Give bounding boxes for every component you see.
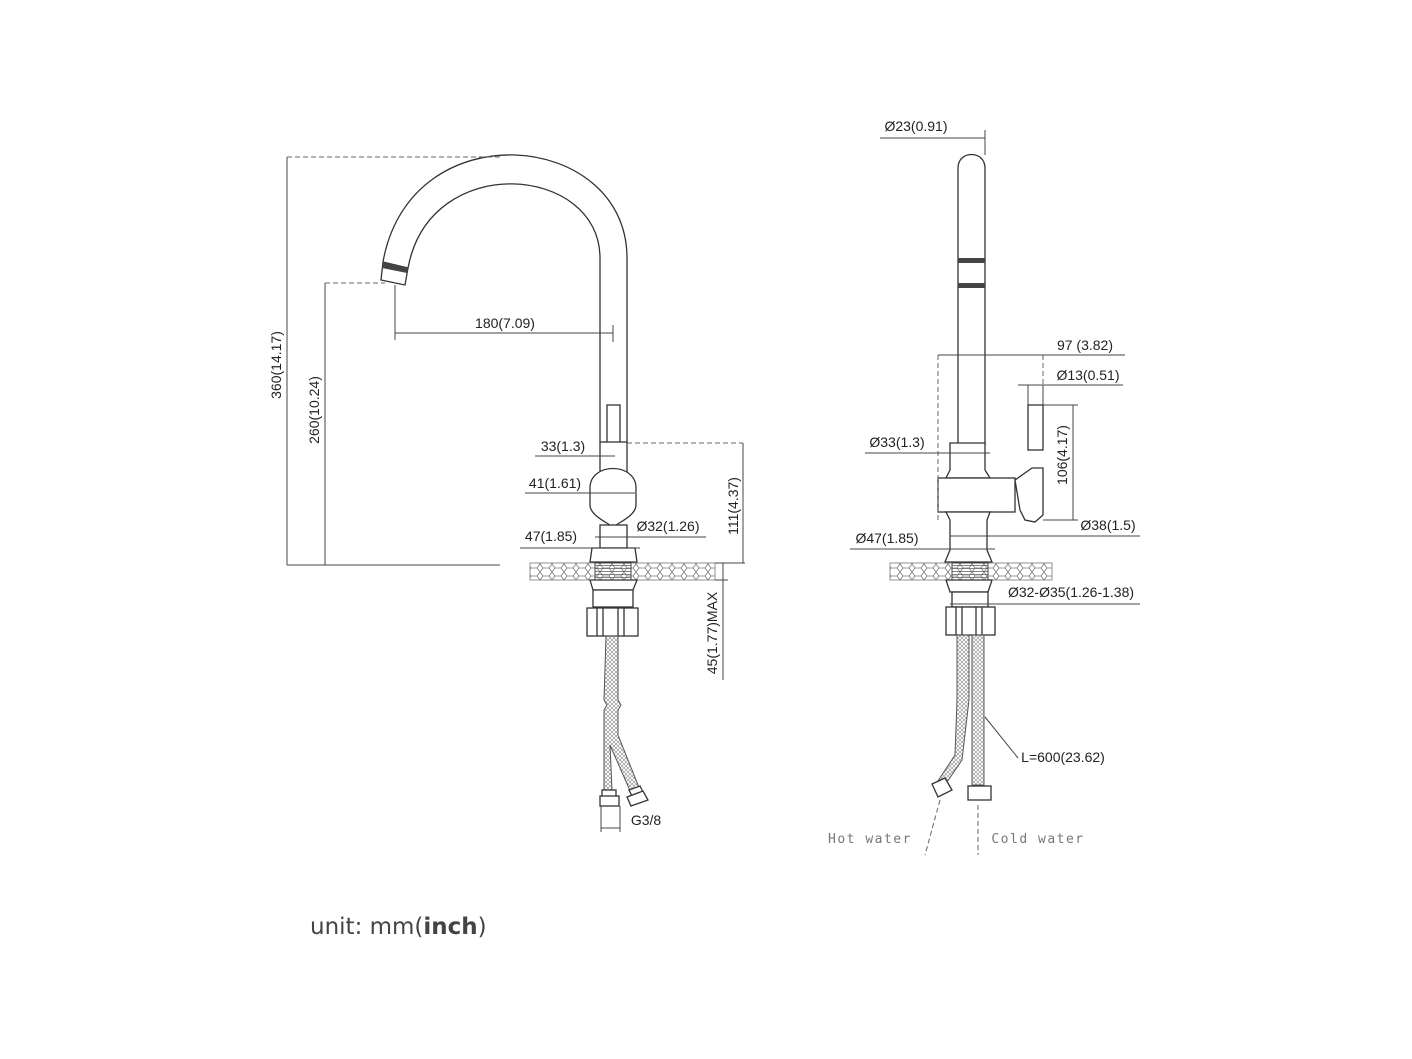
- handle: [1027, 404, 1044, 451]
- handle: [606, 404, 621, 446]
- cold-hose: [971, 634, 985, 786]
- flange-width-label: 47(1.85): [525, 528, 577, 544]
- spout-inner: [407, 183, 601, 442]
- front-view: 360(14.17) 260(10.24) 180(7.09) 33(1.3) …: [268, 154, 745, 832]
- flange: [589, 547, 638, 563]
- cold-fitting: [967, 785, 992, 801]
- deck-thickness-label: 45(1.77)MAX: [704, 591, 720, 674]
- spout-reach-label: 180(7.09): [475, 315, 535, 331]
- hot-fitting: [931, 777, 953, 798]
- spout-height-label: 260(10.24): [306, 376, 322, 444]
- flange-diameter-label: Ø47(1.85): [855, 530, 918, 546]
- spout-tube: [957, 153, 986, 446]
- cold-water-label: Cold water: [991, 832, 1084, 847]
- valve-body: [937, 477, 1016, 513]
- base-diameter-label: Ø32(1.26): [636, 518, 699, 534]
- hot-hose: [937, 634, 970, 786]
- neck: [944, 442, 992, 479]
- hose-length-label: L=600(23.62): [1021, 749, 1105, 765]
- side-view: Ø23(0.91) 97 (3.82) Ø13(0.51) 106(4.17) …: [828, 118, 1140, 856]
- body-diameter-label: Ø38(1.5): [1080, 517, 1135, 533]
- neck-diameter-label: Ø33(1.3): [869, 434, 924, 450]
- unit-prefix: unit: mm(: [310, 914, 423, 940]
- handle-height-label: 106(4.17): [1054, 425, 1070, 485]
- body-width-label: 41(1.61): [529, 475, 581, 491]
- hole-diameter-label: Ø32-Ø35(1.26-1.38): [1008, 584, 1134, 600]
- lever: [1014, 467, 1044, 523]
- spout-diameter-label: Ø23(0.91): [884, 118, 947, 134]
- hot-water-label: Hot water: [828, 832, 912, 847]
- base: [944, 511, 993, 563]
- body-height-label: 111(4.37): [725, 477, 741, 535]
- neck-width-label: 33(1.3): [541, 438, 585, 454]
- unit-inch: inch: [423, 914, 477, 940]
- spout-outer: [382, 154, 628, 442]
- mounting-nut: [945, 606, 996, 636]
- neck: [599, 441, 628, 473]
- valve-body: [589, 467, 637, 528]
- total-height-label: 360(14.17): [268, 331, 284, 399]
- hoses: [603, 635, 641, 794]
- handle-reach-label: 97 (3.82): [1057, 337, 1113, 353]
- handle-diameter-label: Ø13(0.51): [1056, 367, 1119, 383]
- unit-suffix: ): [478, 914, 487, 940]
- total-height-dim: [286, 157, 500, 566]
- unit-note: unit: mm(inch): [310, 914, 487, 940]
- connector-label: G3/8: [631, 812, 662, 828]
- mounting-nut: [586, 607, 639, 637]
- thread: [594, 562, 632, 581]
